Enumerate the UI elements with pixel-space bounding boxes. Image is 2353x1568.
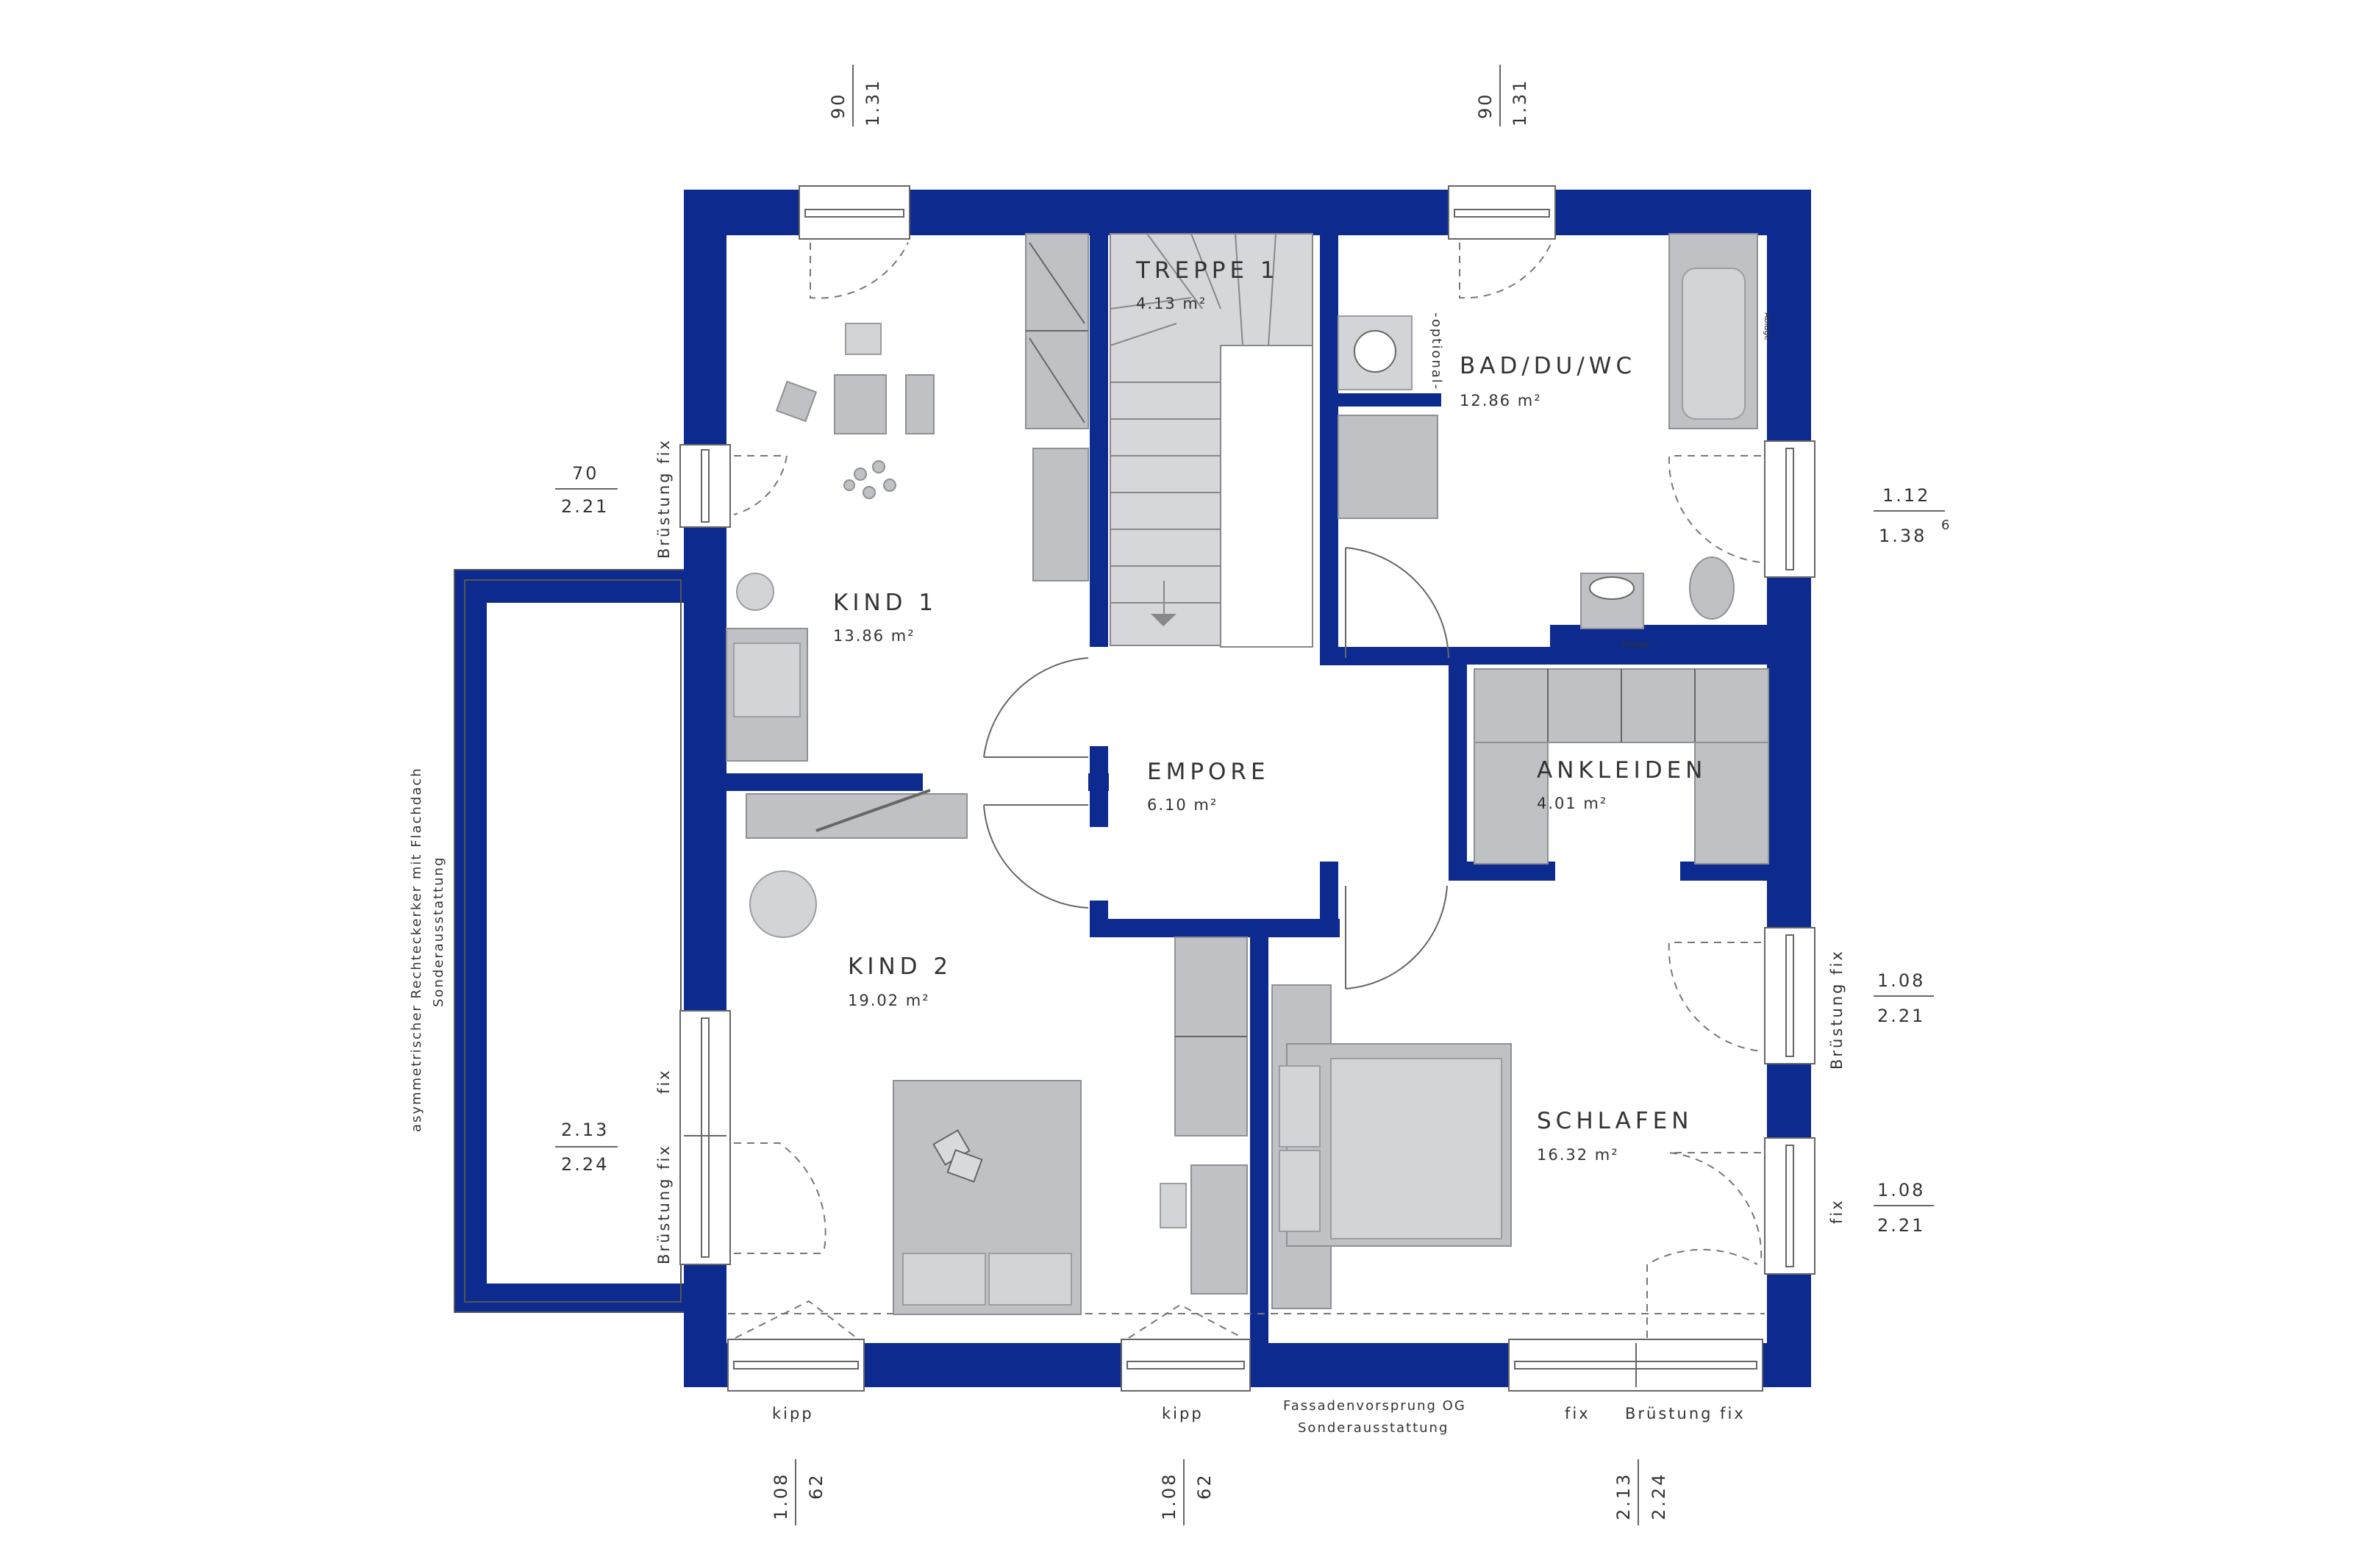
dim-right-schlafen-1-lower: 2.21 (1877, 1006, 1925, 1026)
dim-top-right-lower: 1.31 (1510, 79, 1530, 126)
fassade-note-line1: Fassadenvorsprung OG (1283, 1398, 1466, 1414)
dim-right-bad-upper: 1.12 (1882, 485, 1930, 506)
sink-bad (1338, 315, 1413, 390)
optional-label: -optional- (1429, 312, 1444, 390)
window-right-bad (1764, 440, 1815, 578)
dim-right-bad-sup: 6 (1941, 518, 1951, 533)
dim-bottom-2: 1.08 62 (1159, 1459, 1215, 1525)
label-fix-left: fix (655, 1068, 673, 1094)
room-empore-area: 6.10 m² (1147, 796, 1218, 814)
dim-bottom-1-upper: 1.08 (771, 1472, 791, 1520)
dim-bottom-3: 2.13 2.24 (1613, 1459, 1669, 1525)
dresser-kind2 (1160, 937, 1248, 1295)
erker-note-line1: asymmetrischer Rechteckerker mit Flachda… (409, 767, 424, 1132)
interior-walls (717, 228, 1774, 1353)
label-fix-bottom: fix (1565, 1405, 1590, 1422)
room-treppe-name: TREPPE 1 (1135, 257, 1279, 284)
window-bottom-3 (1508, 1339, 1763, 1392)
bed-kind2 (893, 1080, 1082, 1315)
room-kind1-area: 13.86 m² (833, 627, 915, 645)
room-bad-area: 12.86 m² (1460, 392, 1542, 409)
washbasin (1580, 573, 1644, 629)
window-top-left (799, 185, 910, 240)
erker-note-line2: Sonderausstattung (431, 856, 446, 1007)
room-ankleiden-name: ANKLEIDEN (1537, 757, 1707, 784)
dim-right-bad-lower: 1.38 (1879, 526, 1927, 546)
dim-right-schlafen-1: 1.08 2.21 (1874, 970, 1934, 1026)
dim-bottom-1-lower: 62 (806, 1472, 826, 1500)
label-kipp-1: kipp (772, 1405, 814, 1422)
dim-top-right: 90 1.31 (1475, 65, 1530, 126)
dim-top-right-upper: 90 (1475, 92, 1496, 119)
doors (983, 547, 1449, 989)
bed-schlafen (1271, 984, 1512, 1309)
shower (1338, 415, 1438, 519)
play-table (775, 323, 935, 434)
label-fix-right: fix (1828, 1198, 1846, 1224)
crib (726, 573, 808, 762)
dim-right-bad: 1.12 1.38 6 (1874, 485, 1951, 546)
room-ankleiden-area: 4.01 m² (1537, 795, 1607, 812)
dim-bottom-2-lower: 62 (1194, 1472, 1215, 1500)
bathtub (1668, 233, 1758, 429)
dim-bottom-1: 1.08 62 (771, 1459, 826, 1525)
dim-right-schlafen-2: 1.08 2.21 (1874, 1180, 1934, 1236)
staircase (1110, 233, 1313, 648)
ablage-vertical-label: Ablage (1763, 312, 1772, 340)
ablage-label: Ablage (1621, 640, 1649, 649)
label-bruestung-fix-bottom: Brüstung fix (1625, 1405, 1746, 1422)
label-bruestung-fix-left-top: Brüstung fix (655, 438, 673, 559)
erker-outline (454, 569, 693, 1313)
dim-left-kind1-lower: 2.21 (561, 496, 609, 517)
dim-right-schlafen-1-upper: 1.08 (1877, 970, 1925, 991)
dim-top-left-lower: 1.31 (863, 79, 883, 126)
wardrobe-kind1 (1025, 233, 1089, 581)
dim-top-left-upper: 90 (828, 92, 849, 119)
room-kind1-name: KIND 1 (833, 590, 938, 616)
dim-bottom-3-upper: 2.13 (1613, 1472, 1634, 1520)
window-right-schlafen-1 (1764, 927, 1815, 1064)
room-kind2-area: 19.02 m² (848, 992, 930, 1009)
dim-left-kind2: 2.13 2.24 (555, 1120, 618, 1175)
room-schlafen-area: 16.32 m² (1537, 1146, 1619, 1164)
window-right-schlafen-2 (1764, 1137, 1815, 1275)
toys (843, 460, 896, 499)
dim-left-kind2-lower: 2.24 (561, 1154, 609, 1175)
dim-bottom-3-lower: 2.24 (1649, 1472, 1669, 1520)
window-left-kind2 (679, 1010, 731, 1265)
dim-bottom-2-upper: 1.08 (1159, 1472, 1179, 1520)
fassade-note-line2: Sonderausstattung (1298, 1420, 1449, 1436)
label-bruestung-fix-left-bottom: Brüstung fix (655, 1144, 673, 1264)
room-bad-name: BAD/DU/WC (1460, 353, 1636, 379)
dim-left-kind2-upper: 2.13 (561, 1120, 609, 1140)
label-bruestung-fix-right: Brüstung fix (1828, 949, 1846, 1070)
dim-right-schlafen-2-upper: 1.08 (1877, 1180, 1925, 1200)
dim-top-left: 90 1.31 (828, 65, 883, 126)
desk-kind2 (746, 789, 968, 938)
dim-left-kind1: 70 2.21 (555, 463, 618, 517)
room-schlafen-name: SCHLAFEN (1537, 1108, 1693, 1134)
wardrobe-ankleiden (1474, 668, 1769, 864)
dim-right-schlafen-2-lower: 2.21 (1877, 1215, 1925, 1236)
window-top-right (1448, 185, 1556, 240)
room-treppe-area: 4.13 m² (1136, 295, 1207, 312)
label-kipp-2: kipp (1162, 1405, 1204, 1422)
window-bottom-2 (1121, 1339, 1251, 1392)
room-empore-name: EMPORE (1147, 759, 1270, 785)
toilet (1689, 556, 1735, 620)
window-bottom-1 (727, 1339, 865, 1392)
window-left-kind1 (679, 444, 731, 528)
dim-left-kind1-upper: 70 (572, 463, 599, 484)
room-kind2-name: KIND 2 (848, 953, 952, 980)
